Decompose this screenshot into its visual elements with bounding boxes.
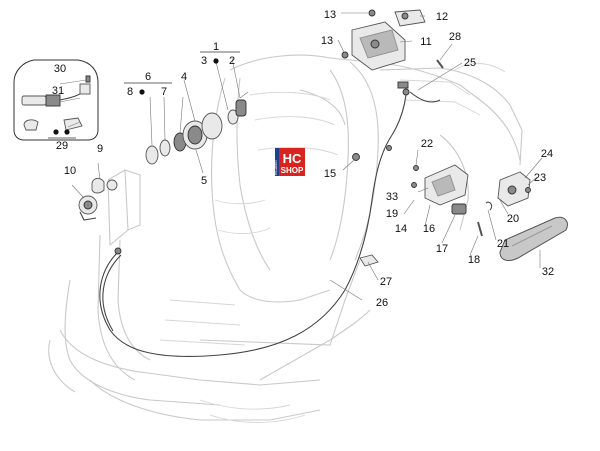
- part-12: [394, 9, 426, 27]
- logo-side-text: RICAMBI: [274, 160, 278, 175]
- label-1: 1: [213, 41, 219, 53]
- part-labels: 1 2 3 4 5 6 7 8 9 10 11 12 13 13 14 15 1…: [52, 9, 554, 309]
- label-25: 25: [464, 57, 476, 69]
- part-16: [451, 203, 467, 215]
- scooter-frame: [48, 54, 523, 423]
- label-22: 22: [421, 138, 433, 150]
- label-21: 21: [497, 238, 509, 250]
- part-28: [436, 59, 444, 69]
- clip-27: [359, 254, 379, 267]
- label-17: 17: [436, 243, 448, 255]
- hc-shop-logo: HC SHOP RICAMBI: [274, 148, 305, 176]
- label-19: 19: [386, 208, 398, 220]
- part-22-screw: [413, 165, 419, 171]
- label-15: 15: [324, 168, 336, 180]
- label-7: 7: [161, 86, 167, 98]
- label-9: 9: [97, 143, 103, 155]
- part-9: [91, 177, 118, 194]
- latch-14: [424, 164, 469, 206]
- label-26: 26: [376, 297, 388, 309]
- part-33: [411, 182, 417, 188]
- cable-25: [409, 91, 441, 103]
- screw-13b: [341, 51, 349, 59]
- screw-23: [525, 187, 531, 193]
- label-10: 10: [64, 165, 76, 177]
- part-18-21: [477, 201, 493, 237]
- label-13a: 13: [324, 9, 336, 21]
- seat-lock-11: [351, 21, 406, 71]
- label-13b: 13: [321, 35, 333, 47]
- label-33: 33: [386, 191, 398, 203]
- label-32: 32: [542, 266, 554, 278]
- cable-end: [386, 145, 392, 151]
- part-10: [78, 195, 98, 221]
- label-29: 29: [56, 140, 68, 152]
- label-28: 28: [449, 31, 461, 43]
- label-24: 24: [541, 148, 553, 160]
- bullets: [48, 51, 240, 139]
- label-23: 23: [534, 172, 546, 184]
- cable-26: [99, 81, 410, 357]
- label-2: 2: [229, 55, 235, 67]
- label-27: 27: [380, 276, 392, 288]
- label-18: 18: [468, 254, 480, 266]
- label-4: 4: [181, 71, 187, 83]
- label-5: 5: [201, 175, 207, 187]
- lock-assembly: [145, 91, 249, 165]
- label-16: 16: [423, 223, 435, 235]
- label-30: 30: [54, 63, 66, 75]
- leader-lines: [59, 12, 543, 301]
- label-8: 8: [127, 86, 133, 98]
- label-20: 20: [507, 213, 519, 225]
- label-11: 11: [420, 36, 431, 48]
- label-12: 12: [436, 11, 448, 23]
- label-3: 3: [201, 55, 207, 67]
- logo-hc-text: HC: [283, 151, 302, 166]
- grab-handle-32: [499, 216, 568, 261]
- label-31: 31: [52, 85, 64, 97]
- label-14: 14: [395, 223, 407, 235]
- bracket-24: [497, 171, 531, 207]
- group-29-box: [13, 59, 99, 141]
- screw-13a: [368, 9, 376, 17]
- screw-15: [352, 153, 360, 161]
- logo-shop-text: SHOP: [281, 166, 304, 175]
- label-6: 6: [145, 71, 151, 83]
